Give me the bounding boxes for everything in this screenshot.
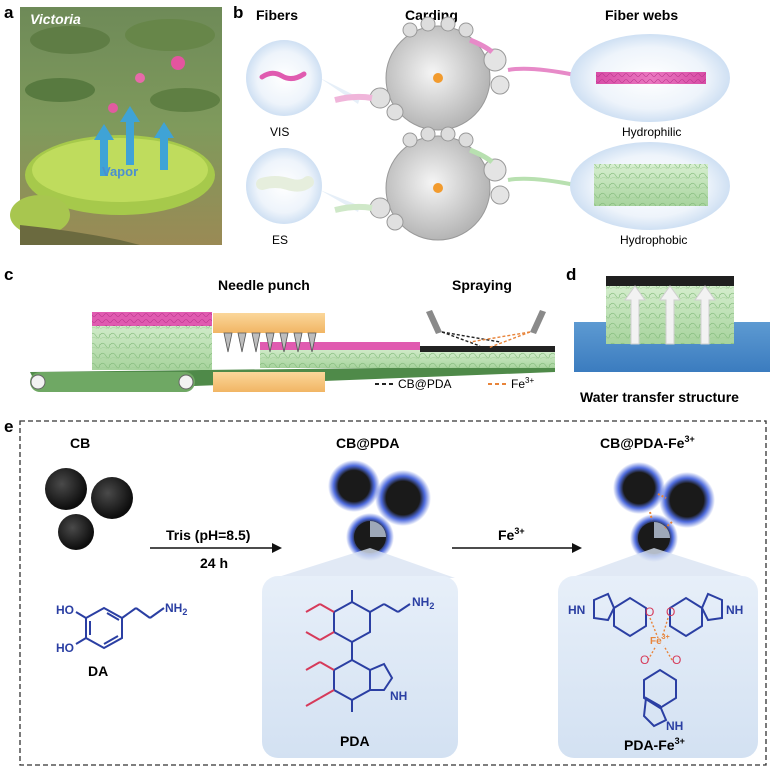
fiber-webs-header: Fiber webs: [605, 7, 678, 23]
pdafe-nh-right: NH: [726, 603, 743, 617]
da-ho-bottom: HO: [56, 641, 74, 655]
pdafe-zoom-beam: [570, 548, 748, 578]
o-label-3: O: [640, 653, 649, 667]
panel-b-letter: b: [233, 3, 243, 22]
pdafe-nh-bottom: NH: [666, 719, 683, 733]
panel-e-letter: e: [4, 417, 13, 436]
pdafe-fe-coordination: [647, 617, 673, 661]
dopamine-structure: [75, 606, 165, 650]
lily-pond-photo: [10, 7, 222, 245]
es-fiber: [256, 176, 314, 192]
pda-methoxy: [305, 603, 335, 707]
cbpda-label: CB@PDA: [336, 435, 399, 451]
cbpda-particles: [328, 460, 431, 561]
step2-reagent-label: Fe3+: [498, 526, 525, 543]
hydrophilic-web-texture: [596, 72, 706, 84]
pdafe-detail-box: [558, 576, 758, 758]
o-label-1: O: [645, 605, 654, 619]
pda-nh2: NH2: [412, 595, 434, 611]
pdafe-label: PDA-Fe3+: [624, 736, 685, 753]
hydrophilic-label: Hydrophilic: [622, 125, 681, 139]
vapor-arrows: [94, 106, 174, 176]
fe-center-label: Fe3+: [650, 634, 670, 647]
carding-machine-2: [334, 126, 576, 241]
da-ho-top: HO: [56, 603, 74, 617]
cb-particles: [45, 468, 133, 550]
needle-punch-machine: [213, 313, 325, 392]
step2-arrowhead: [572, 543, 582, 553]
o-label-4: O: [672, 653, 681, 667]
cb-label: CB: [70, 435, 90, 451]
pda-label: PDA: [340, 733, 370, 749]
carding-machine-1: [334, 16, 576, 131]
spraying-label: Spraying: [452, 277, 512, 293]
panel-d-letter: d: [566, 265, 576, 284]
vis-label: VIS: [270, 125, 289, 139]
es-label: ES: [272, 233, 288, 247]
water-transfer-arrows: [624, 285, 716, 345]
pdafe-hn-left: HN: [568, 603, 585, 617]
da-label: DA: [88, 663, 108, 679]
pda-ring-nh: NH: [390, 689, 407, 703]
legend-fe-label: Fe3+: [511, 376, 534, 391]
hydrophobic-label: Hydrophobic: [620, 233, 687, 247]
victoria-label: Victoria: [30, 11, 81, 27]
web-layers: [92, 312, 555, 370]
pdafe-structure: [593, 592, 723, 728]
pda-zoom-beam: [275, 548, 455, 578]
fibers-header: Fibers: [256, 7, 298, 23]
water-lily-flowers: [108, 56, 185, 113]
vis-fiber: [259, 70, 307, 82]
panel-e-border: [19, 420, 767, 766]
step1-time-label: 24 h: [200, 555, 228, 571]
cbpdafe-label: CB@PDA-Fe3+: [600, 434, 695, 451]
spray-nozzles: [426, 310, 546, 349]
hydrophobic-web-texture: [594, 164, 708, 206]
cbpdafe-particles: [613, 462, 715, 562]
panel-c-letter: c: [4, 265, 13, 284]
water-transfer-caption: Water transfer structure: [580, 389, 739, 405]
o-label-2: O: [666, 605, 675, 619]
pda-detail-box: [262, 576, 458, 758]
vapor-label: Vapor: [102, 164, 138, 179]
needle-punch-label: Needle punch: [218, 277, 310, 293]
panel-a-letter: a: [4, 3, 14, 22]
step1-arrowhead: [272, 543, 282, 553]
da-nh2: NH2: [165, 601, 187, 617]
step1-condition-label: Tris (pH=8.5): [166, 527, 250, 543]
legend-cbpda-label: CB@PDA: [398, 377, 452, 391]
